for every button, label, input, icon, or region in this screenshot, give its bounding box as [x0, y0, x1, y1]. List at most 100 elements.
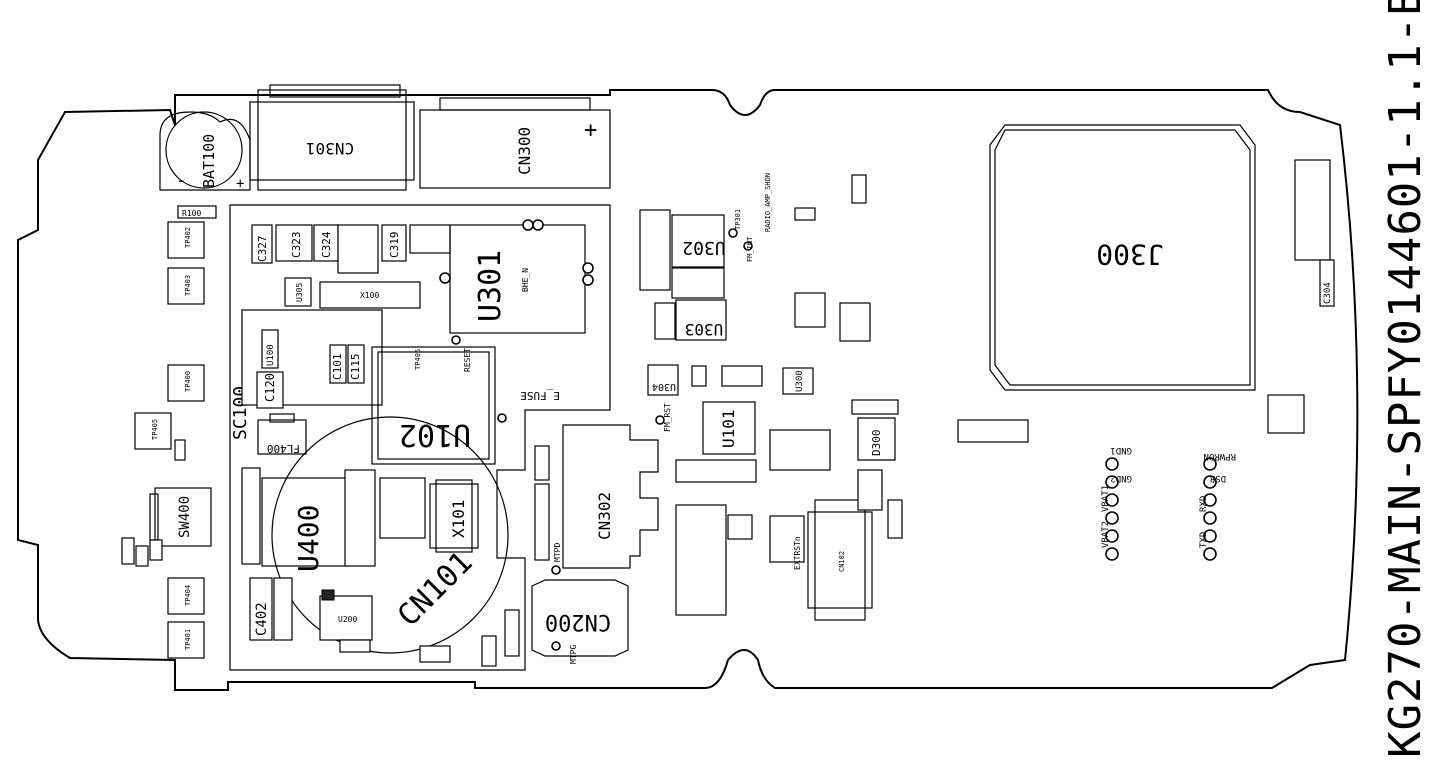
svg-text:MTPG: MTPG — [569, 645, 578, 664]
parts-block-right: C304 — [957, 159, 1335, 443]
svg-text:TP401: TP401 — [184, 629, 192, 650]
svg-text:U101: U101 — [719, 409, 738, 448]
svg-text:TP402: TP402 — [184, 227, 192, 248]
svg-text:GND2: GND2 — [1110, 473, 1132, 483]
svg-text:C323: C323 — [290, 232, 303, 259]
svg-text:U302: U302 — [682, 237, 725, 258]
svg-text:CN200: CN200 — [545, 609, 611, 634]
svg-text:CN301: CN301 — [306, 139, 354, 158]
svg-text:VBAT2: VBAT2 — [1101, 521, 1111, 548]
svg-text:SW400: SW400 — [177, 496, 193, 538]
reset-label: RESET — [463, 348, 472, 372]
test-pads-left: TP402 TP403 TP400 TP405 TP404 TP401 — [134, 221, 205, 659]
tp406-label: TP406 — [414, 349, 422, 370]
board-outline — [17, 89, 1359, 691]
svg-text:BHE_N: BHE_N — [521, 268, 530, 292]
u300: U300 — [782, 367, 814, 395]
svg-text:-: - — [176, 170, 187, 191]
fm-int-label: FM_INT — [746, 236, 754, 262]
svg-text:C324: C324 — [320, 231, 333, 258]
svg-text:RXD: RXD — [1199, 496, 1209, 512]
u400: U400 — [261, 477, 349, 572]
svg-text:MTPD: MTPD — [553, 543, 562, 562]
svg-text:C101: C101 — [331, 354, 344, 381]
svg-text:VBAT1: VBAT1 — [1101, 485, 1111, 512]
svg-text:U400: U400 — [292, 505, 325, 572]
u303: U303 — [654, 299, 727, 341]
svg-text:TP405: TP405 — [151, 419, 159, 440]
bat100: BAT100 - + — [159, 111, 251, 192]
svg-text:GND1: GND1 — [1110, 445, 1132, 455]
svg-text:R100: R100 — [182, 209, 201, 218]
e-fuse-pin — [497, 413, 507, 423]
svg-text:DSR: DSR — [1209, 473, 1226, 483]
svg-text:CN300: CN300 — [515, 127, 534, 175]
svg-text:C120: C120 — [263, 373, 277, 402]
u102: U102 — [371, 346, 496, 465]
fm-rst-pin — [655, 415, 665, 425]
fl400: FL400 — [257, 413, 307, 455]
svg-text:TXD: TXD — [1199, 532, 1209, 548]
svg-text:X101: X101 — [449, 499, 468, 538]
test-points-left-column: GND1 GND2 VBAT1 VBAT2 — [1101, 445, 1132, 561]
svg-text:U303: U303 — [685, 320, 724, 339]
svg-text:TP403: TP403 — [184, 275, 192, 296]
e-fuse-label: E_FUSE — [520, 389, 560, 402]
svg-text:BAT100: BAT100 — [200, 134, 218, 188]
u302: U302 — [639, 209, 726, 299]
svg-text:X100: X100 — [360, 291, 379, 300]
svg-text:D300: D300 — [870, 430, 883, 457]
svg-text:TP400: TP400 — [184, 371, 192, 392]
fm-int-pin — [743, 241, 753, 251]
svg-text:+: + — [584, 118, 597, 143]
svg-text:CN101: CN101 — [391, 545, 480, 634]
cn102: CN102 — [807, 499, 873, 621]
u101: U101 — [702, 401, 756, 455]
parts-block-upper: C327 C323 C324 C319 U305 X100 U100 C120 … — [241, 224, 451, 409]
shield-frame — [229, 204, 611, 671]
d300: D300 — [851, 399, 903, 539]
svg-text:TP404: TP404 — [184, 585, 192, 606]
svg-text:FL400: FL400 — [267, 442, 300, 455]
svg-text:RPWRON: RPWRON — [1203, 451, 1236, 461]
svg-text:+: + — [236, 176, 244, 192]
extrstn-label: EXTRSTn — [793, 536, 802, 570]
svg-text:C115: C115 — [349, 354, 362, 381]
j300: J300 — [989, 124, 1256, 391]
tp301-pin — [728, 228, 738, 238]
svg-text:U102: U102 — [399, 417, 471, 452]
parts-block-cn200 — [419, 445, 550, 667]
svg-text:U305: U305 — [295, 283, 304, 302]
parts-block-mid — [241, 467, 426, 567]
cn302: CN302 — [562, 424, 659, 569]
radio-amp-label: RADIO_AMP_SHDN — [764, 173, 772, 232]
svg-text:C304: C304 — [1323, 282, 1333, 304]
tp301-label: TP301 — [734, 209, 742, 230]
sw400: SW400 — [149, 487, 212, 547]
cn300: CN300 + — [419, 97, 611, 189]
svg-text:CN302: CN302 — [595, 492, 614, 540]
small-pads-left — [121, 439, 186, 567]
parts-block-center — [675, 174, 871, 616]
svg-text:J300: J300 — [1096, 238, 1163, 271]
board-title: KG270-MAIN-SPFY0144601-1.1-BOTTOM — [1380, 0, 1430, 758]
u304: U304 — [647, 364, 679, 396]
fm-rst-label: FM_RST — [663, 403, 672, 432]
u301: U301 BHE_N — [439, 219, 594, 334]
r100 — [177, 205, 217, 219]
parts-block-lower: C402 U200 — [249, 577, 373, 653]
svg-text:U100: U100 — [266, 344, 276, 366]
svg-text:C402: C402 — [254, 602, 270, 636]
svg-text:U301: U301 — [473, 250, 508, 322]
cn200: CN200 MTPD MTPG — [531, 543, 629, 664]
svg-text:C319: C319 — [388, 232, 401, 259]
svg-text:U304: U304 — [652, 381, 676, 392]
svg-text:U300: U300 — [795, 370, 805, 392]
cn301: CN301 — [249, 84, 415, 191]
x101: X101 — [429, 479, 479, 553]
svg-text:U200: U200 — [338, 615, 357, 624]
svg-text:C327: C327 — [256, 236, 269, 263]
reset-pin — [451, 335, 461, 345]
